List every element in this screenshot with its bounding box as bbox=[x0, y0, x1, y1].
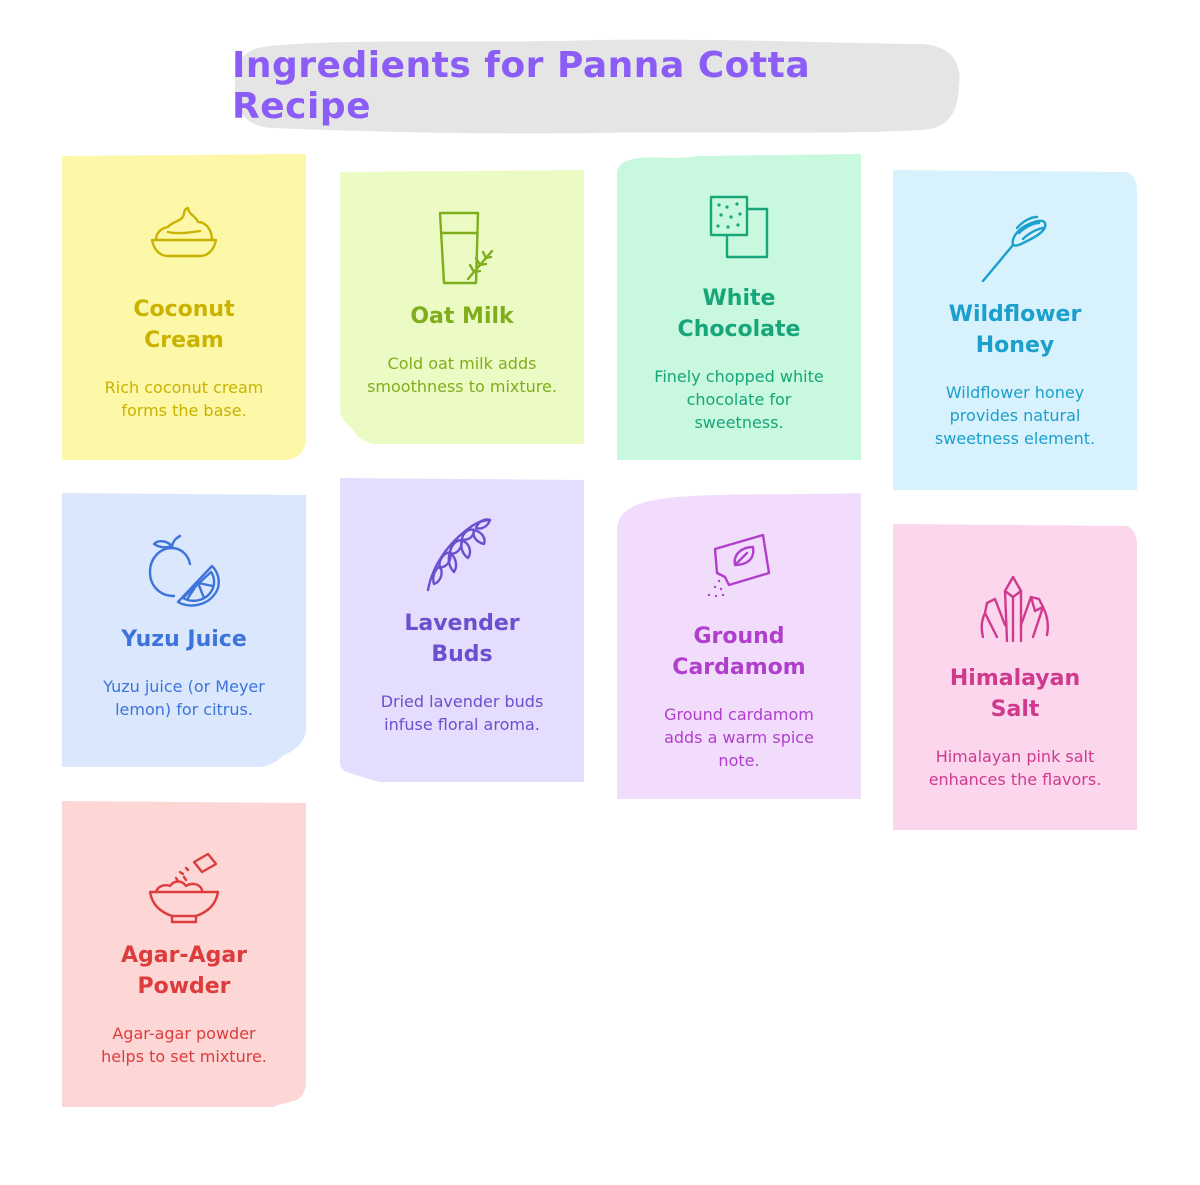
card-background bbox=[893, 524, 1137, 830]
card-description: Ground cardamom adds a warm spice note. bbox=[664, 704, 814, 770]
page-title: Ingredients for Panna Cotta Recipe bbox=[232, 45, 811, 127]
salt-crystals-icon bbox=[973, 567, 1057, 651]
ingredient-card-coconut-cream: Coconut Cream Rich coconut cream forms t… bbox=[62, 154, 306, 460]
card-title: Yuzu Juice bbox=[121, 626, 247, 652]
card-title: Coconut Cream bbox=[133, 297, 235, 353]
title-banner: Ingredients for Panna Cotta Recipe bbox=[232, 36, 962, 136]
card-description: Dried lavender buds infuse floral aroma. bbox=[380, 692, 544, 734]
ingredient-card-agar-agar-powder: Agar-Agar Powder Agar-agar powder helps … bbox=[62, 801, 306, 1107]
card-background bbox=[62, 801, 306, 1107]
citrus-fruit-icon bbox=[142, 528, 226, 612]
card-background bbox=[62, 154, 306, 460]
ingredient-card-white-chocolate: White Chocolate Finely chopped white cho… bbox=[617, 154, 861, 460]
card-description: Yuzu juice (or Meyer lemon) for citrus. bbox=[103, 676, 265, 719]
card-title: Oat Milk bbox=[410, 303, 514, 329]
card-description: Finely chopped white chocolate for sweet… bbox=[654, 366, 824, 432]
card-background bbox=[893, 170, 1137, 490]
ingredient-card-ground-cardamom: Ground Cardamom Ground cardamom adds a w… bbox=[617, 493, 861, 799]
card-description: Himalayan pink salt enhances the flavors… bbox=[928, 747, 1102, 789]
chocolate-pieces-icon bbox=[697, 187, 781, 271]
card-description: Rich coconut cream forms the base. bbox=[104, 378, 264, 420]
card-title: Lavender Buds bbox=[404, 611, 520, 667]
card-title: Wildflower Honey bbox=[948, 301, 1082, 358]
card-title: Himalayan Salt bbox=[949, 666, 1081, 722]
card-title: White Chocolate bbox=[677, 285, 801, 342]
ingredient-card-lavender-buds: Lavender Buds Dried lavender buds infuse… bbox=[340, 478, 584, 782]
card-background bbox=[340, 478, 584, 782]
card-background bbox=[62, 493, 306, 767]
ingredient-card-wildflower-honey: Wildflower Honey Wildflower honey provid… bbox=[893, 170, 1137, 490]
card-background bbox=[340, 170, 584, 444]
coconut-cream-bowl-icon bbox=[142, 198, 226, 282]
card-description: Agar-agar powder helps to set mixture. bbox=[101, 1024, 267, 1066]
card-description: Cold oat milk adds smoothness to mixture… bbox=[367, 353, 557, 396]
glass-with-oat-sprig-icon bbox=[420, 205, 504, 289]
ingredient-card-oat-milk: Oat Milk Cold oat milk adds smoothness t… bbox=[340, 170, 584, 444]
card-title: Agar-Agar Powder bbox=[120, 943, 248, 999]
card-title: Ground Cardamom bbox=[672, 623, 806, 680]
ingredient-card-himalayan-salt: Himalayan Salt Himalayan pink salt enhan… bbox=[893, 524, 1137, 830]
title-background-blob bbox=[234, 39, 960, 134]
spice-packet-icon bbox=[697, 525, 781, 609]
card-background bbox=[617, 493, 861, 799]
card-background bbox=[617, 154, 861, 460]
card-description: Wildflower honey provides natural sweetn… bbox=[934, 382, 1096, 448]
powder-bowl-icon bbox=[142, 844, 226, 928]
honey-dipper-icon bbox=[973, 203, 1057, 287]
ingredient-card-yuzu-juice: Yuzu Juice Yuzu juice (or Meyer lemon) f… bbox=[62, 493, 306, 767]
lavender-sprig-icon bbox=[420, 512, 504, 596]
